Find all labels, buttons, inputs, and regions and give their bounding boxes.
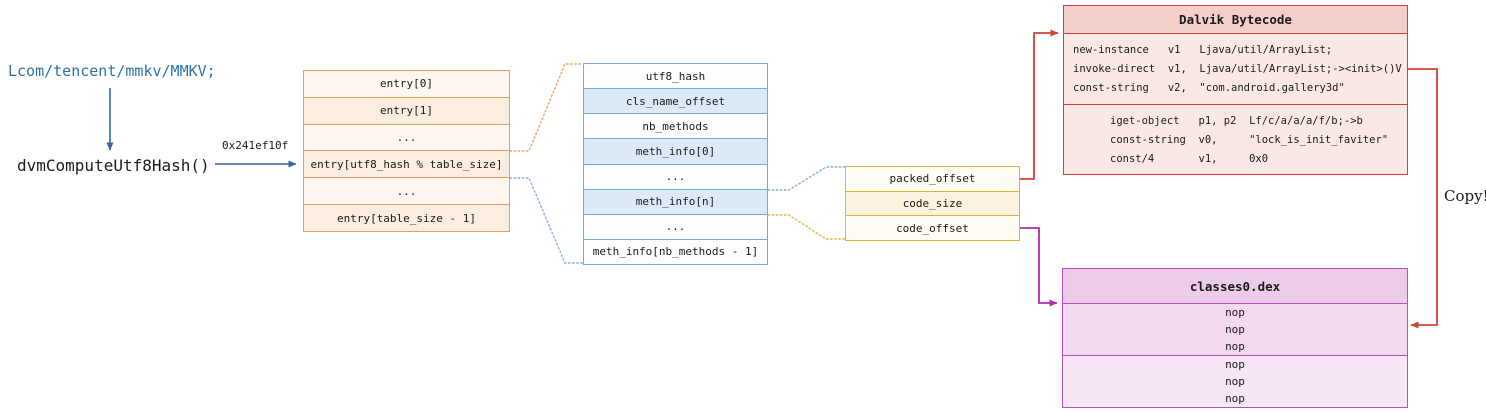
bytecode-line: const-string v2, "com.android.gallery3d"	[1073, 82, 1345, 94]
entry-expand-bottom-dotted-line	[509, 177, 584, 264]
table-row: entry[1]	[304, 96, 509, 124]
table-row: ...	[304, 177, 509, 205]
nop-line: nop	[1225, 323, 1245, 336]
table-row: meth_info[nb_methods - 1]	[584, 238, 767, 264]
table-row: nb_methods	[584, 113, 767, 139]
table-row: utf8_hash	[584, 64, 767, 89]
methinfo-expand-top-dotted-line	[767, 166, 846, 191]
class-name-label: Lcom/tencent/mmkv/MMKV;	[8, 62, 216, 80]
table-row-meth-info-n: meth_info[n]	[584, 188, 767, 214]
copy-arrow	[1408, 68, 1438, 329]
copy-label: Copy!	[1444, 187, 1486, 205]
dalvik-bytecode-title: Dalvik Bytecode	[1064, 6, 1407, 34]
table-row: entry[table_size - 1]	[304, 204, 509, 231]
table-row-selected-entry: entry[utf8_hash % table_size]	[304, 150, 509, 178]
bytecode-line: const-string v0, "lock_is_init_faviter"	[1110, 133, 1389, 146]
nop-line: nop	[1225, 306, 1245, 319]
nop-line: nop	[1225, 358, 1245, 371]
hash-value-label: 0x241ef10f	[222, 139, 289, 152]
dex-file-box: classes0.dex nop nop nop nop nop nop	[1062, 268, 1408, 408]
table-row: ...	[584, 213, 767, 239]
nop-line: nop	[1225, 392, 1245, 405]
nop-block-2: nop nop nop	[1063, 355, 1407, 407]
table-row: ...	[584, 163, 767, 189]
table-row: entry[0]	[304, 71, 509, 97]
bytecode-line: iget-object p1, p2 Lf/c/a/a/a/f/b;->b	[1110, 114, 1363, 127]
dalvik-bytecode-box: Dalvik Bytecode new-instance v1 Ljava/ut…	[1063, 5, 1408, 175]
table-row-packed-offset: packed_offset	[846, 167, 1019, 191]
code-offset-to-dex-arrow	[1020, 227, 1058, 307]
table-row-code-size: code_size	[846, 190, 1019, 216]
meth-info-table: packed_offset code_size code_offset	[845, 166, 1020, 241]
nop-block-1: nop nop nop	[1063, 304, 1407, 355]
nop-line: nop	[1225, 340, 1245, 353]
bytecode-line: invoke-direct v1, Ljava/util/ArrayList;-…	[1073, 63, 1402, 75]
bytecode-line: new-instance v1 Ljava/util/ArrayList;	[1073, 44, 1333, 56]
class-entry-table: utf8_hash cls_name_offset nb_methods met…	[583, 63, 768, 265]
table-row: cls_name_offset	[584, 88, 767, 114]
nop-line: nop	[1225, 375, 1245, 388]
bytecode-line: const/4 v1, 0x0	[1110, 152, 1269, 165]
methinfo-expand-bottom-dotted-line	[767, 214, 846, 240]
table-row: ...	[304, 123, 509, 151]
hash-entry-table: entry[0] entry[1] ... entry[utf8_hash % …	[303, 70, 510, 232]
hash-function-label: dvmComputeUtf8Hash()	[17, 156, 210, 175]
dex-file-title: classes0.dex	[1063, 269, 1407, 304]
entry-expand-top-dotted-line	[509, 63, 584, 152]
packed-offset-to-bytecode-arrow	[1020, 29, 1059, 180]
table-row: meth_info[0]	[584, 138, 767, 164]
bytecode-block-1: new-instance v1 Ljava/util/ArrayList; in…	[1064, 34, 1407, 104]
table-row-code-offset: code_offset	[846, 215, 1019, 241]
bytecode-block-2: iget-object p1, p2 Lf/c/a/a/a/f/b;->b co…	[1064, 103, 1407, 174]
